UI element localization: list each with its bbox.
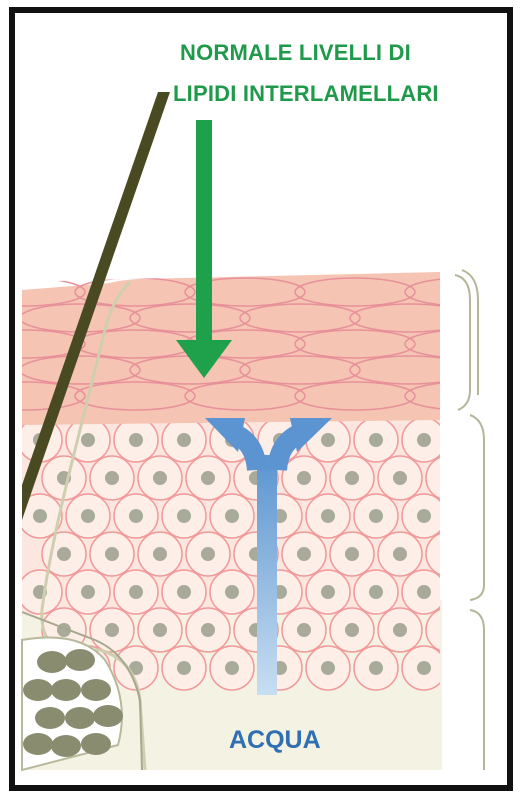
cell-nucleus (177, 433, 191, 447)
gland-cell (37, 651, 67, 673)
cell-nucleus (201, 547, 215, 561)
cell-nucleus (321, 509, 335, 523)
cell-nucleus (345, 471, 359, 485)
cell-nucleus (33, 509, 47, 523)
cell-nucleus (297, 547, 311, 561)
cell-nucleus (177, 509, 191, 523)
cell-nucleus (105, 623, 119, 637)
gland-cell (51, 735, 81, 757)
cell-nucleus (393, 547, 407, 561)
cell-nucleus (417, 585, 431, 599)
gland-cell (81, 679, 111, 701)
cell-nucleus (417, 661, 431, 675)
cell-nucleus (201, 623, 215, 637)
cell-nucleus (369, 661, 383, 675)
cell-nucleus (225, 509, 239, 523)
cell-nucleus (129, 433, 143, 447)
cell-nucleus (369, 509, 383, 523)
cell-nucleus (297, 471, 311, 485)
cell-nucleus (105, 547, 119, 561)
gland-cell (51, 679, 81, 701)
cell-nucleus (321, 433, 335, 447)
cell-nucleus (297, 623, 311, 637)
gland-cell (65, 649, 95, 671)
cell-nucleus (393, 471, 407, 485)
gland-cell (93, 705, 123, 727)
cell-nucleus (57, 547, 71, 561)
cell-nucleus (177, 661, 191, 675)
cell-nucleus (321, 585, 335, 599)
cell-nucleus (417, 509, 431, 523)
cell-nucleus (225, 585, 239, 599)
cell-nucleus (345, 623, 359, 637)
cell-nucleus (153, 547, 167, 561)
gland-cell (65, 707, 95, 729)
gland-cell (23, 733, 53, 755)
cell-nucleus (369, 585, 383, 599)
annotation-line-1: NORMALE LIVELLI DI (180, 40, 411, 65)
gland-cell (81, 733, 111, 755)
annotation-line-2: LIPIDI INTERLAMELLARI (173, 81, 439, 106)
gland-cell (23, 679, 53, 701)
gland-cell (35, 707, 65, 729)
cell-nucleus (345, 547, 359, 561)
cell-nucleus (393, 623, 407, 637)
cell-nucleus (105, 471, 119, 485)
cell-nucleus (321, 661, 335, 675)
water-label: ACQUA (229, 726, 321, 754)
cell-nucleus (201, 471, 215, 485)
cell-nucleus (129, 585, 143, 599)
cell-nucleus (177, 585, 191, 599)
cell-nucleus (129, 509, 143, 523)
cell-nucleus (81, 585, 95, 599)
cell-nucleus (81, 433, 95, 447)
cell-nucleus (225, 661, 239, 675)
cell-nucleus (417, 433, 431, 447)
cell-nucleus (153, 623, 167, 637)
cell-nucleus (369, 433, 383, 447)
cell-nucleus (81, 509, 95, 523)
cell-nucleus (153, 471, 167, 485)
